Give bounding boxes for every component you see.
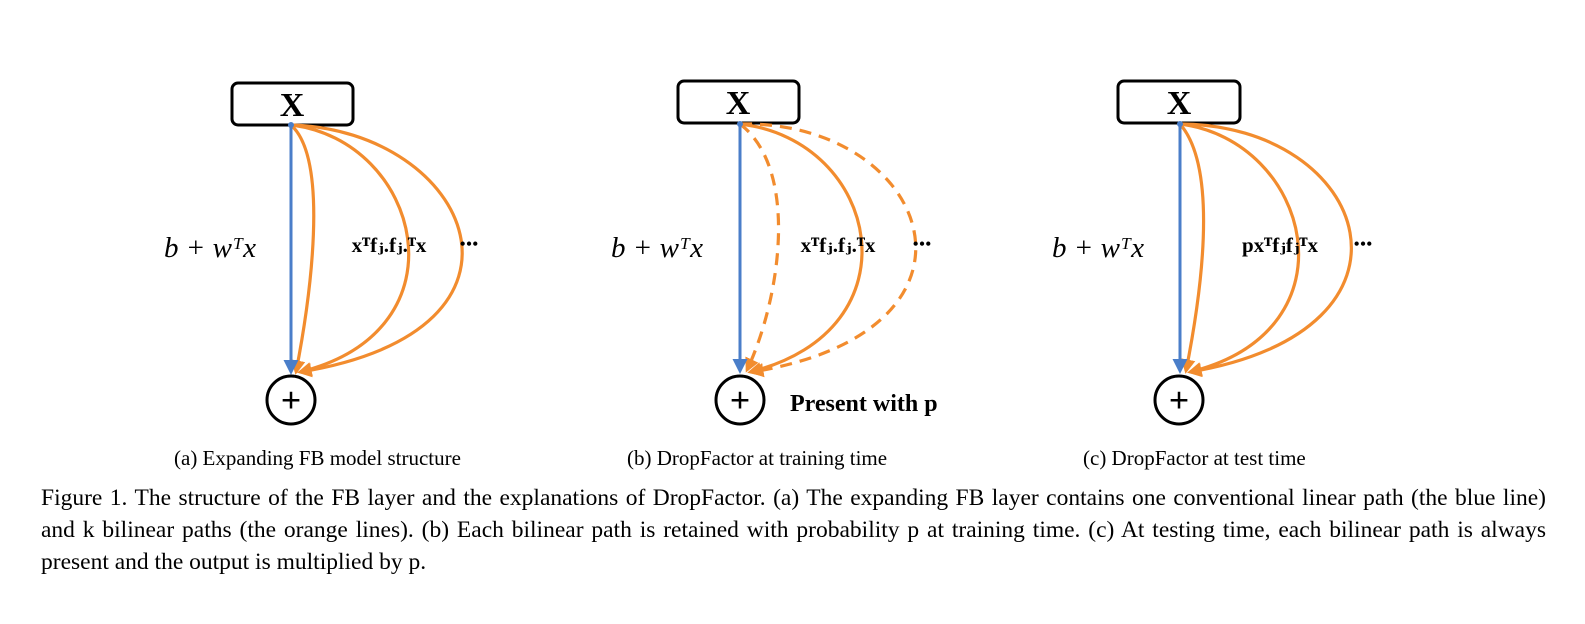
subcaption-a: (a) Expanding FB model structure <box>174 446 461 470</box>
bilinear-path-1 <box>289 123 316 375</box>
bilinear-label: xᵀfⱼ.fⱼ.ᵀx <box>801 233 876 257</box>
figure-caption: Figure 1. The structure of the FB layer … <box>41 485 1546 575</box>
ellipsis: ••• <box>460 234 479 254</box>
panel-c: X + b + wᵀx pxᵀfⱼfⱼᵀx ••• <box>1052 79 1373 426</box>
input-label: X <box>726 85 751 122</box>
linear-label: b + wᵀx <box>1052 232 1144 264</box>
sum-symbol: + <box>1169 380 1190 420</box>
bilinear-path-3 <box>1179 122 1353 378</box>
input-label: X <box>1167 85 1192 122</box>
panel-a: X + b + wᵀx xᵀfⱼ.fⱼ.ᵀx ••• <box>164 81 479 426</box>
bilinear-label: pxᵀfⱼfⱼᵀx <box>1242 233 1319 257</box>
linear-label: b + wᵀx <box>164 232 256 264</box>
sum-symbol: + <box>730 380 751 420</box>
input-node <box>737 121 743 127</box>
sum-node <box>714 374 766 426</box>
input-label: X <box>280 87 305 124</box>
subcaption-c: (c) DropFactor at test time <box>1083 446 1306 470</box>
bilinear-path-2 <box>290 123 411 377</box>
sum-node <box>265 374 317 426</box>
bilinear-path-retained <box>739 122 864 377</box>
bilinear-path-3 <box>290 123 464 378</box>
panel-b: X + b + wᵀx xᵀfⱼ.fⱼ.ᵀx ••• Present with … <box>611 79 938 426</box>
bilinear-path-dropped-2 <box>739 122 918 378</box>
present-note: Present with p <box>790 391 938 417</box>
linear-label: b + wᵀx <box>611 232 703 264</box>
ellipsis: ••• <box>913 234 932 254</box>
sum-node <box>1153 374 1205 426</box>
bilinear-path-2 <box>1179 122 1301 377</box>
sum-symbol: + <box>281 380 302 420</box>
input-node <box>288 122 294 128</box>
bilinear-label: xᵀfⱼ.fⱼ.ᵀx <box>352 233 427 257</box>
ellipsis: ••• <box>1354 234 1373 254</box>
bilinear-path-dropped-1 <box>739 122 781 373</box>
subcaption-b: (b) DropFactor at training time <box>627 446 888 470</box>
figure-diagram: X + b + wᵀx xᵀfⱼ.fⱼ.ᵀx ••• X + b + wᵀx x… <box>164 79 1373 426</box>
bilinear-path-1 <box>1178 122 1206 374</box>
input-node <box>1177 121 1183 127</box>
